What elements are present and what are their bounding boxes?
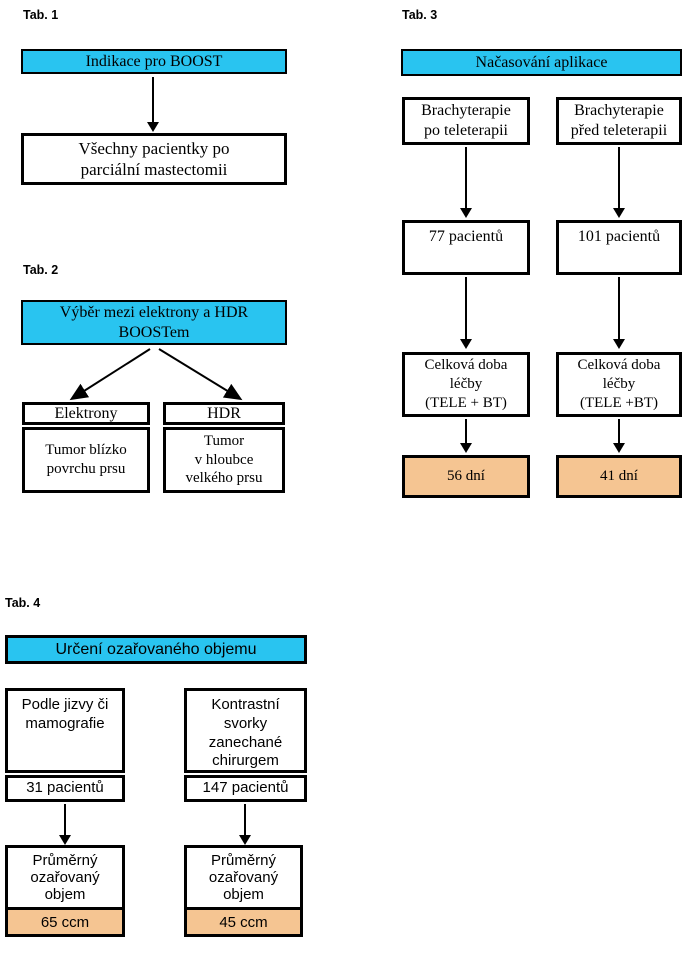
tab4-colB-volume-label: Průměrný ozařovaný objem [208, 852, 279, 903]
tab1-header-box: Indikace pro BOOST [21, 49, 287, 74]
tab3-colB-duration-text: Celková doba léčby (TELE +BT) [577, 357, 661, 411]
tab2-left-body-box: Tumor blízko povrchu prsu [22, 427, 150, 493]
tab2-right-title-box: HDR [163, 402, 285, 425]
tab4-colA-top-box: Podle jizvy či mamografie [5, 688, 125, 773]
tab4-colA-count-text: 31 pacientů [26, 779, 104, 797]
tab4-colB-top-box: Kontrastní svorky zanechané chirurgem [184, 688, 307, 773]
tab3-colB-top-box: Brachyterapie před teleterapii [556, 97, 682, 145]
tab3-colB-arrow-2 [618, 277, 620, 339]
tab3-colB-arrow-3 [618, 419, 620, 443]
tab3-colA-arrow-1 [465, 147, 467, 208]
tab3-colB-days-text: 41 dní [600, 468, 638, 485]
tab3-colB-days-box: 41 dní [556, 455, 682, 498]
tab3-colA-top-text: Brachyterapie po teleterapii [421, 102, 511, 139]
tab2-left-body-text: Tumor blízko povrchu prsu [45, 442, 127, 477]
tab3-colA-duration-text: Celková doba léčby (TELE + BT) [424, 357, 508, 411]
tab4-colA-arrow [64, 804, 66, 835]
tab4-colA-top-text: Podle jizvy či mamografie [21, 696, 109, 732]
tab2-right-body-box: Tumor v hloubce velkého prsu [163, 427, 285, 493]
tab3-colA-arrow-3 [465, 419, 467, 443]
tab4-colB-top-text: Kontrastní svorky zanechané chirurgem [208, 696, 283, 770]
tab3-colB-count-text: 101 pacientů [577, 228, 661, 245]
tab3-header-box: Načasování aplikace [401, 49, 682, 76]
tab3-header-text: Načasování aplikace [475, 53, 608, 71]
tab4-colA-count-box: 31 pacientů [5, 775, 125, 802]
tab3-colB-arrow-1 [618, 147, 620, 208]
tab3-colA-count-text: 77 pacientů [428, 228, 504, 245]
tab2-left-title-text: Elektrony [54, 404, 118, 422]
tab1-body-box: Všechny pacientky po parciální mastectom… [21, 133, 287, 185]
tab3-colB-count-box: 101 pacientů [556, 220, 682, 275]
tab4-colB-count-text: 147 pacientů [202, 779, 289, 797]
tab2-right-body-text: Tumor v hloubce velkého prsu [185, 432, 263, 487]
tab1-label: Tab. 1 [23, 8, 59, 22]
tab4-colB-arrow [244, 804, 246, 835]
tab4-colA-volume-label: Průměrný ozařovaný objem [30, 852, 100, 903]
tab4-header-box: Určení ozařovaného objemu [5, 635, 307, 664]
tab3-colA-count-box: 77 pacientů [402, 220, 530, 275]
tab3-colA-top-box: Brachyterapie po teleterapii [402, 97, 530, 145]
tab2-label: Tab. 2 [23, 263, 59, 277]
tab4-colB-volume-box: Průměrný ozařovaný objem 45 ccm [184, 845, 303, 937]
tab3-colA-duration-box: Celková doba léčby (TELE + BT) [402, 352, 530, 417]
tab1-body-text: Všechny pacientky po parciální mastectom… [78, 138, 230, 179]
tab2-header-box: Výběr mezi elektrony a HDR BOOSTem [21, 300, 287, 345]
tab1-down-arrow [152, 77, 154, 122]
tab3-label: Tab. 3 [402, 8, 438, 22]
tab3-colA-days-text: 56 dní [447, 468, 485, 485]
tab1-header-text: Indikace pro BOOST [85, 52, 223, 70]
tab2-branch-arrows [69, 348, 243, 401]
tab4-label: Tab. 4 [5, 596, 41, 610]
tab4-colA-volume-value: 65 ccm [40, 913, 90, 931]
tab2-header-text: Výběr mezi elektrony a HDR BOOSTem [59, 303, 249, 341]
tab2-right-title-text: HDR [207, 404, 241, 422]
tab4-header-text: Určení ozařovaného objemu [55, 640, 257, 658]
tab3-colA-days-box: 56 dní [402, 455, 530, 498]
tab4-colB-volume-value: 45 ccm [219, 913, 268, 931]
tab4-colB-count-box: 147 pacientů [184, 775, 307, 802]
tab4-colA-volume-box: Průměrný ozařovaný objem 65 ccm [5, 845, 125, 937]
tab2-left-title-box: Elektrony [22, 402, 150, 425]
tab3-colB-top-text: Brachyterapie před teleterapii [570, 102, 668, 139]
tab3-colA-arrow-2 [465, 277, 467, 339]
tab3-colB-duration-box: Celková doba léčby (TELE +BT) [556, 352, 682, 417]
